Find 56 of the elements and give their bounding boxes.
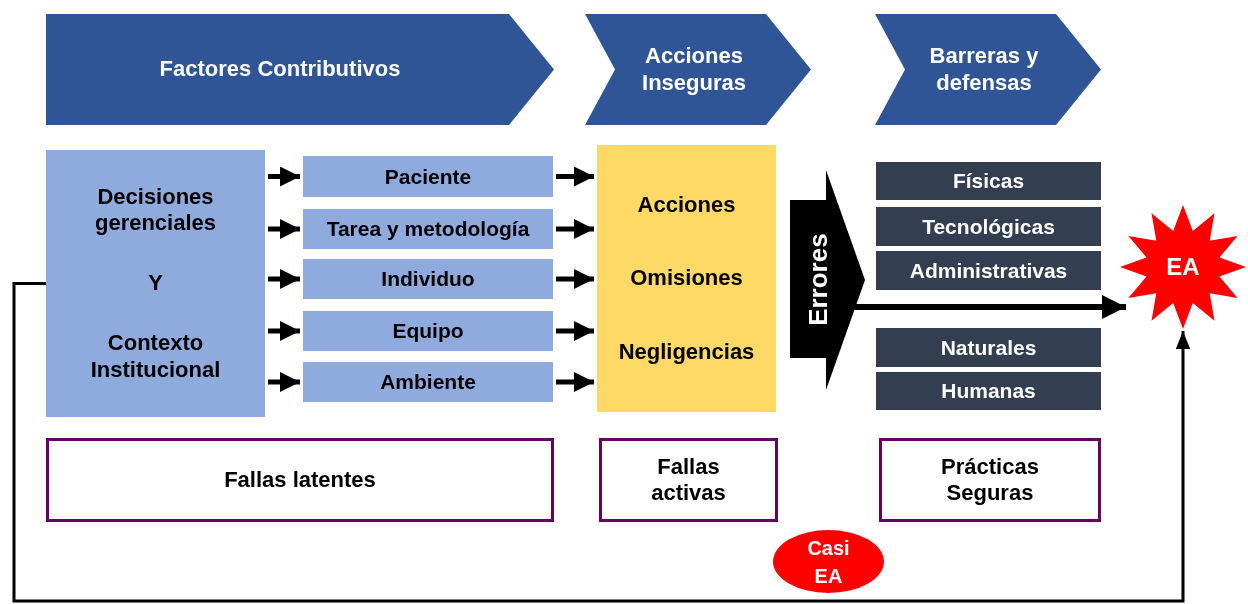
node-text: Fallas latentes	[223, 466, 377, 494]
factor-box	[303, 209, 553, 249]
badge-text: EA	[1166, 252, 1200, 282]
arrow	[268, 372, 300, 392]
node-text: Prácticas Seguras	[940, 453, 1040, 507]
chevron-banner	[875, 14, 1101, 125]
factor-box	[303, 362, 553, 402]
factor-box	[46, 150, 265, 417]
arrow	[556, 372, 594, 392]
factor-box	[303, 311, 553, 351]
arrow	[556, 269, 594, 289]
node-text: Individuo	[381, 266, 475, 292]
chevron-banner	[46, 14, 554, 125]
node-text: Y	[148, 270, 163, 297]
node-text: Decisiones gerenciales	[93, 183, 218, 237]
node-text: Paciente	[384, 163, 472, 190]
starburst	[1120, 205, 1246, 329]
banner-heading: Acciones Inseguras	[641, 43, 747, 96]
node-text: Fallas activas	[650, 453, 727, 507]
node-text: Humanas	[941, 378, 1036, 404]
block-arrow	[790, 170, 865, 390]
outlined-box	[879, 438, 1101, 522]
arrow	[12, 282, 1191, 603]
banner-heading: Factores Contributivos	[159, 56, 401, 83]
factor-box	[303, 156, 553, 197]
node-text: Acciones	[637, 191, 736, 219]
barrier-bar	[876, 162, 1101, 200]
node-text: Equipo	[392, 318, 464, 344]
arrow	[556, 219, 594, 239]
node-text: Tecnológicas	[922, 213, 1055, 240]
node-text: Omisiones	[630, 265, 743, 292]
action-box	[597, 145, 776, 412]
arrow	[268, 166, 300, 187]
banner-heading: Barreras y defensas	[928, 43, 1040, 96]
node-text: Errores	[802, 233, 834, 327]
outlined-box	[46, 438, 554, 522]
arrow	[268, 321, 300, 341]
node-text: Negligencias	[618, 338, 755, 366]
node-text: Tarea y metodología	[326, 216, 530, 242]
barrier-bar	[876, 251, 1101, 290]
node-text: Físicas	[952, 168, 1025, 194]
barrier-bar	[876, 328, 1101, 367]
arrow	[268, 219, 300, 239]
barrier-bar	[876, 372, 1101, 410]
factor-box	[303, 259, 553, 299]
barrier-bar	[876, 207, 1101, 246]
arrow	[556, 321, 594, 341]
chevron-banner	[585, 14, 811, 125]
node-text: Ambiente	[380, 369, 476, 395]
badge-text: Casi EA	[806, 535, 851, 589]
arrow	[556, 166, 594, 187]
node-text: Contexto Institucional	[89, 330, 222, 384]
arrow	[268, 269, 300, 289]
node-text: Naturales	[940, 334, 1037, 361]
node-text: Administrativas	[909, 257, 1068, 284]
outlined-box	[599, 438, 778, 522]
